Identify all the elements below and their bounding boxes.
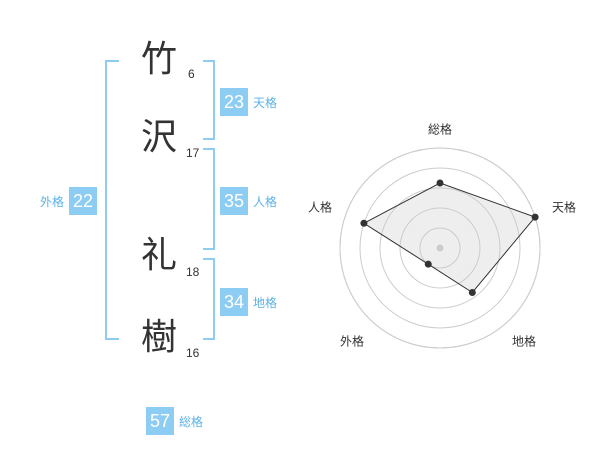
radar-series-line <box>362 182 536 294</box>
gaikaku-bracket <box>105 60 119 340</box>
radar-point <box>468 288 476 296</box>
radar-axis-label: 総格 <box>428 122 452 137</box>
jinkaku-badge: 35 人格 <box>220 187 277 215</box>
radar-center-dot <box>436 244 444 252</box>
radar-point <box>360 219 368 227</box>
chikaku-badge: 34 地格 <box>220 288 277 316</box>
chikaku-value: 34 <box>220 288 248 316</box>
stroke-count-1: 6 <box>188 67 195 81</box>
gaikaku-badge: 外格 22 <box>40 187 98 215</box>
gaikaku-label: 外格 <box>40 194 65 209</box>
radar-ring <box>419 227 461 269</box>
radar-ring <box>399 207 481 289</box>
name-char-1: 竹 <box>141 39 178 80</box>
radar-point <box>436 179 444 187</box>
tenkaku-bracket <box>203 60 215 140</box>
radar-axis-label: 人格 <box>308 200 332 215</box>
soukaku-value: 57 <box>146 407 174 435</box>
gaikaku-value: 22 <box>69 187 98 215</box>
name-char-4: 樹 <box>141 317 178 358</box>
radar-area <box>363 183 536 293</box>
name-char-2: 沢 <box>141 117 178 158</box>
soukaku-label: 総格 <box>179 414 204 429</box>
jinkaku-label: 人格 <box>253 194 278 209</box>
radar-ring <box>359 167 521 329</box>
chikaku-label: 地格 <box>253 295 278 310</box>
radar-point <box>424 260 432 268</box>
radar-axis-label: 天格 <box>552 200 576 215</box>
tenkaku-label: 天格 <box>253 95 278 110</box>
jinkaku-bracket <box>203 148 215 250</box>
tenkaku-value: 23 <box>220 88 248 116</box>
radar-ring <box>339 147 541 349</box>
radar-ring <box>379 187 501 309</box>
stroke-count-3: 18 <box>186 265 200 279</box>
radar-point <box>531 213 539 221</box>
stroke-count-2: 17 <box>186 146 200 160</box>
name-char-3: 礼 <box>141 235 178 276</box>
radar-axis-label: 外格 <box>340 334 364 349</box>
jinkaku-value: 35 <box>220 187 248 215</box>
stroke-count-4: 16 <box>186 346 200 360</box>
soukaku-badge: 57 総格 <box>146 407 203 435</box>
radar-axis-label: 地格 <box>512 334 536 349</box>
chikaku-bracket <box>203 258 215 340</box>
tenkaku-badge: 23 天格 <box>220 88 277 116</box>
